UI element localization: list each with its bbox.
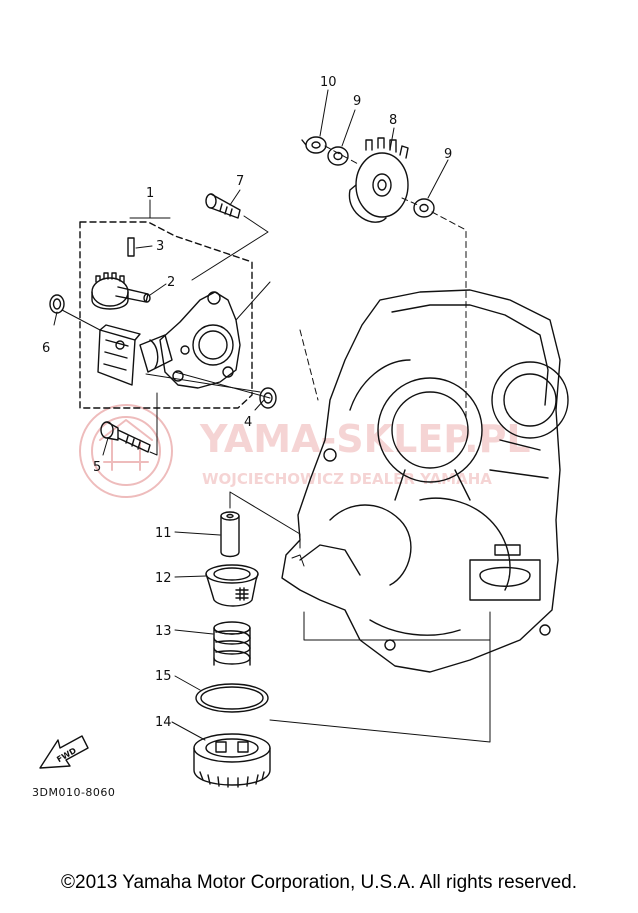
callout-14: 14: [155, 715, 172, 730]
diagram-code: 3DM010-8060: [32, 786, 115, 799]
bolt-5: [100, 421, 151, 453]
plug-14: [193, 733, 271, 788]
watermark-title: YAMA-SKLEP.PL: [199, 417, 531, 461]
callout-2: 2: [167, 275, 175, 290]
washer-9-left: [327, 146, 349, 166]
pump-pin: [127, 237, 135, 257]
cap-12: [205, 564, 259, 607]
copyright-notice: ©2013 Yamaha Motor Corporation, U.S.A. A…: [61, 872, 577, 893]
screw-7: [205, 193, 241, 219]
sleeve-11: [220, 511, 240, 558]
circlip-10: [301, 136, 327, 154]
spring-13: [213, 621, 251, 666]
pump-gear: [91, 272, 151, 310]
oil-pump-assembly-box: [79, 221, 253, 409]
callout-12: 12: [155, 571, 172, 586]
crankcase: [281, 289, 569, 673]
oil-pump: [97, 291, 241, 389]
callout-15: 15: [155, 669, 172, 684]
watermark-subtitle: WOJCIECHOWICZ DEALER YAMAHA: [202, 470, 492, 488]
o-ring-15: [195, 683, 269, 713]
gear-8: [348, 137, 409, 223]
callout-5: 5: [93, 460, 101, 475]
callout-8: 8: [389, 113, 397, 128]
callout-4: 4: [244, 415, 252, 430]
callout-1: 1: [146, 186, 154, 201]
fwd-arrow-icon: [39, 735, 89, 769]
callout-13: 13: [155, 624, 172, 639]
leader-lines: [53, 89, 491, 743]
callout-6: 6: [42, 341, 50, 356]
callout-9-left: 9: [353, 94, 361, 109]
callout-7: 7: [236, 174, 244, 189]
callout-11: 11: [155, 526, 172, 541]
callout-3: 3: [156, 239, 164, 254]
watermark: [79, 404, 173, 498]
o-ring-4: [259, 387, 277, 409]
watermark-logo-icon: [79, 404, 173, 498]
washer-9-right: [413, 198, 435, 218]
callout-10: 10: [320, 75, 337, 90]
callout-9-right: 9: [444, 147, 452, 162]
